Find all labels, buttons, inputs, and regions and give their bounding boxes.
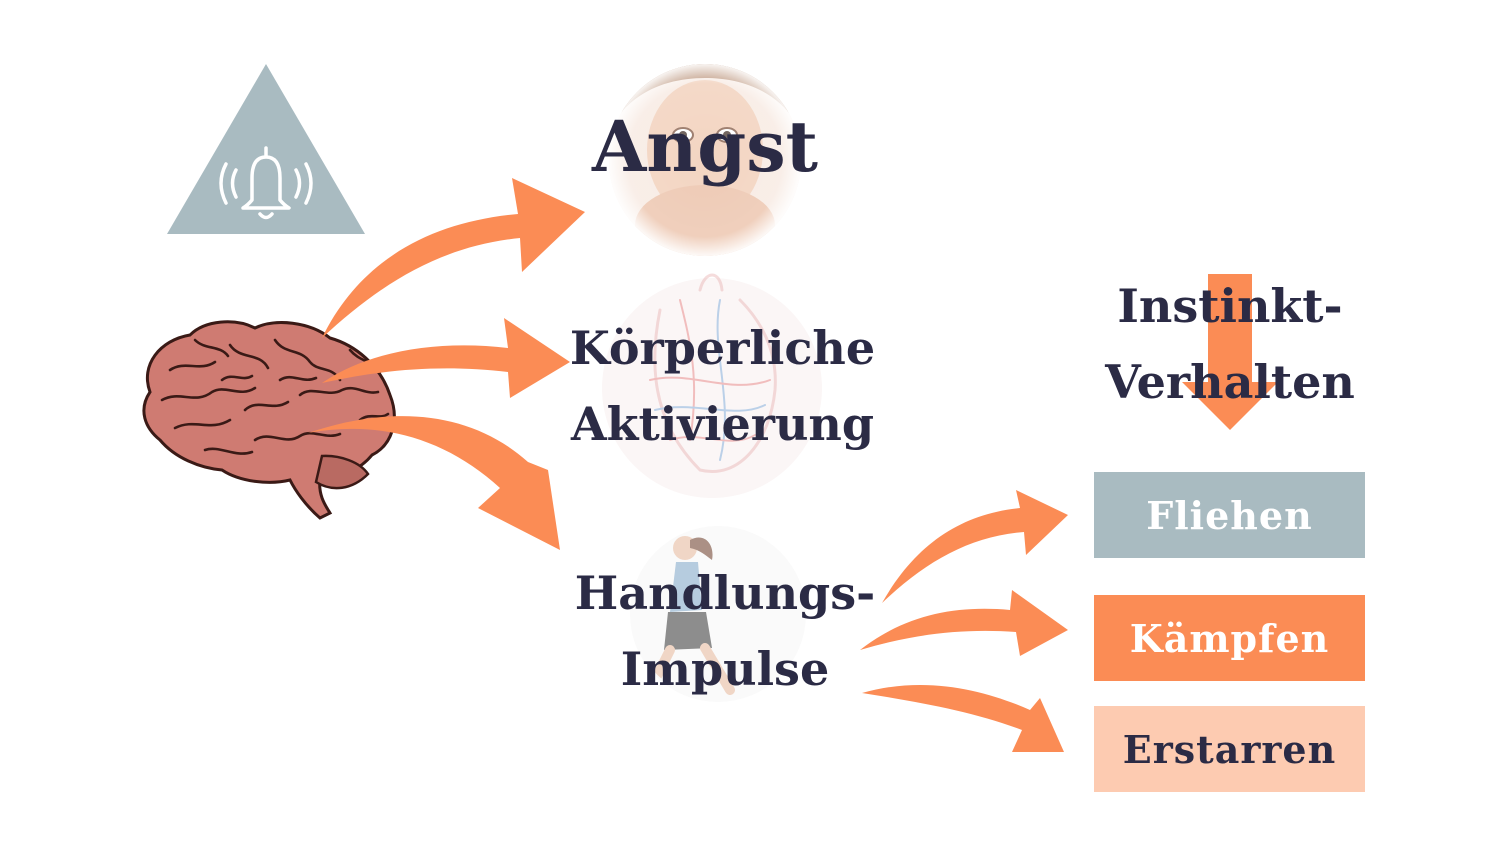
instinkt-line-2: Verhalten <box>1095 352 1365 412</box>
brain-illustration <box>144 322 394 518</box>
instinkt-line-1: Instinkt- <box>1095 276 1365 336</box>
arrow-brain-to-angst <box>322 178 585 338</box>
impulse-line-1: Handlungs- <box>565 565 885 621</box>
impulse-line-2: Impulse <box>565 641 885 697</box>
aktivierung-line-1: Körperliche <box>560 320 885 376</box>
aktivierung-line-2: Aktivierung <box>560 396 885 452</box>
node-instinkt-verhalten: Instinkt- Verhalten <box>1095 276 1365 412</box>
arrow-impulse-to-kaempfen <box>860 590 1068 656</box>
arrow-impulse-to-fliehen <box>882 490 1068 603</box>
node-koerperliche-aktivierung: Körperliche Aktivierung <box>560 320 885 452</box>
arrow-impulse-to-erstarren <box>862 685 1064 752</box>
node-angst: Angst <box>580 112 830 182</box>
alarm-warning-sign <box>167 64 365 234</box>
response-erstarren: Erstarren <box>1094 706 1365 792</box>
node-handlungs-impulse: Handlungs- Impulse <box>565 565 885 697</box>
response-fliehen: Fliehen <box>1094 472 1365 558</box>
response-kaempfen: Kämpfen <box>1094 595 1365 681</box>
